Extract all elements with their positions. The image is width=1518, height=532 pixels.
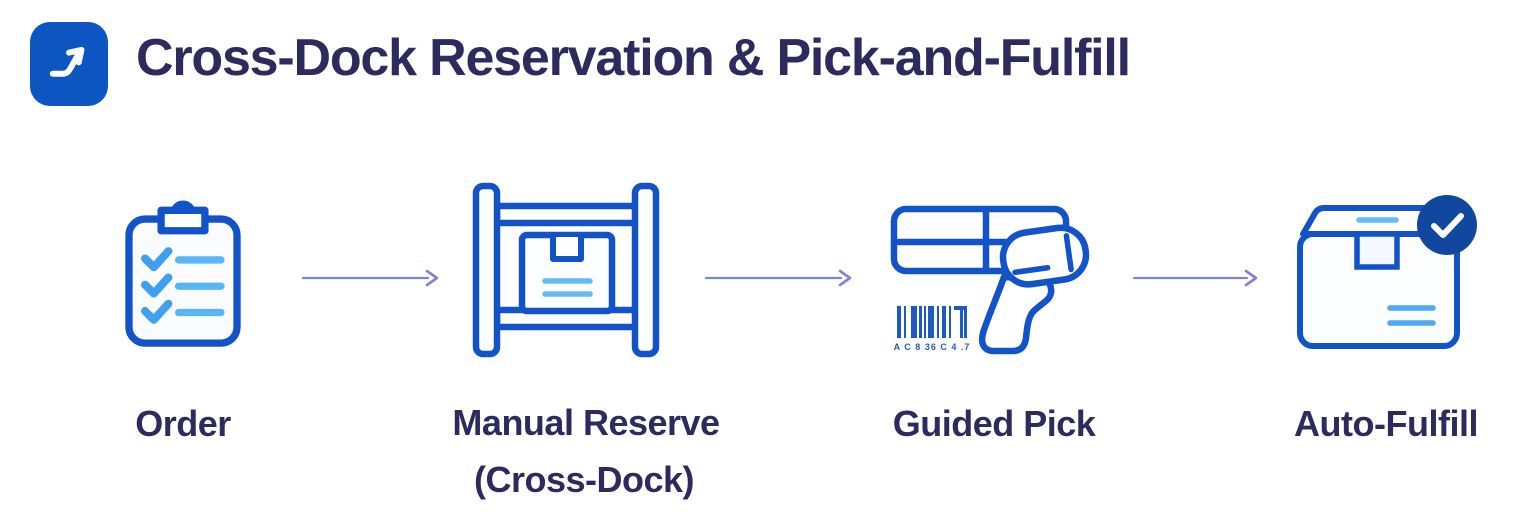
step-sublabel-cross-dock: (Cross-Dock) bbox=[473, 459, 695, 500]
step-label-guided-pick: Guided Pick bbox=[892, 403, 1096, 444]
clipboard-checklist-icon bbox=[125, 200, 241, 347]
flow-arrow-2 bbox=[705, 269, 852, 287]
step-label-manual-reserve: Manual Reserve bbox=[452, 402, 720, 443]
trend-up-arrow-icon bbox=[30, 22, 108, 106]
flow-arrow-3 bbox=[1133, 269, 1258, 287]
barcode-text: A C 8 36 C 4 .7 bbox=[894, 342, 971, 352]
flow-arrow-1 bbox=[302, 269, 439, 287]
step-label-auto-fulfill: Auto-Fulfill bbox=[1294, 403, 1478, 444]
storage-rack-box-icon bbox=[472, 182, 660, 358]
step-label-order: Order bbox=[135, 403, 231, 444]
page-title: Cross-Dock Reservation & Pick-and-Fulfil… bbox=[136, 29, 1131, 87]
barcode-scanner-icon: A C 8 36 C 4 .7 bbox=[890, 205, 1090, 355]
barcode-glyph bbox=[897, 306, 967, 338]
check-badge-icon bbox=[1417, 195, 1477, 255]
sealed-box-check-icon bbox=[1297, 195, 1477, 349]
trend-up-arrow-glyph bbox=[49, 46, 85, 77]
